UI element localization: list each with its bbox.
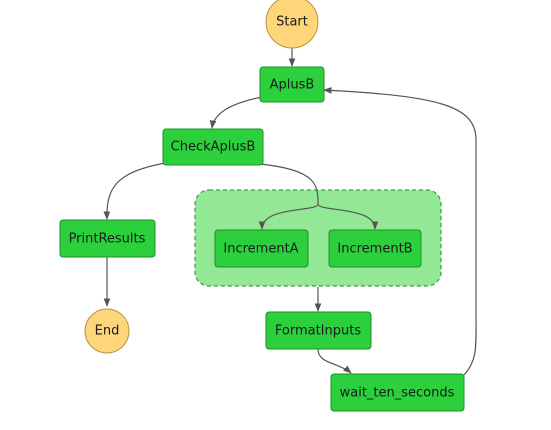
- node-aplusb[interactable]: AplusB: [259, 66, 325, 103]
- edge-wait-to-aplusb: [323, 87, 477, 376]
- node-print-results-label: PrintResults: [69, 232, 146, 247]
- node-print-results[interactable]: PrintResults: [59, 219, 156, 258]
- node-start[interactable]: Start: [265, 0, 319, 49]
- edge-parallel-to-incrementa: [258, 203, 319, 230]
- node-end[interactable]: End: [84, 308, 130, 354]
- node-end-label: End: [95, 324, 120, 339]
- node-increment-b-label: IncrementB: [337, 242, 412, 257]
- node-check-aplusb[interactable]: CheckAplusB: [162, 128, 264, 166]
- node-format-inputs[interactable]: FormatInputs: [265, 311, 372, 350]
- node-increment-b[interactable]: IncrementB: [328, 229, 422, 268]
- node-increment-a-label: IncrementA: [223, 242, 298, 257]
- node-format-inputs-label: FormatInputs: [275, 324, 361, 339]
- edge-parallel-to-incrementb: [317, 203, 379, 230]
- edge-formatinputs-to-wait: [317, 348, 352, 374]
- node-check-aplusb-label: CheckAplusB: [171, 140, 256, 155]
- node-increment-a[interactable]: IncrementA: [214, 229, 309, 268]
- edge-checkaplusb-to-parallel: [259, 163, 319, 205]
- node-wait-ten-seconds-label: wait_ten_seconds: [340, 386, 455, 401]
- node-aplusb-label: AplusB: [270, 78, 315, 93]
- edge-checkaplusb-to-printresults: [103, 162, 166, 220]
- node-wait-ten-seconds[interactable]: wait_ten_seconds: [330, 373, 465, 412]
- node-start-label: Start: [276, 15, 308, 30]
- edge-aplusb-to-checkaplusb: [209, 96, 263, 129]
